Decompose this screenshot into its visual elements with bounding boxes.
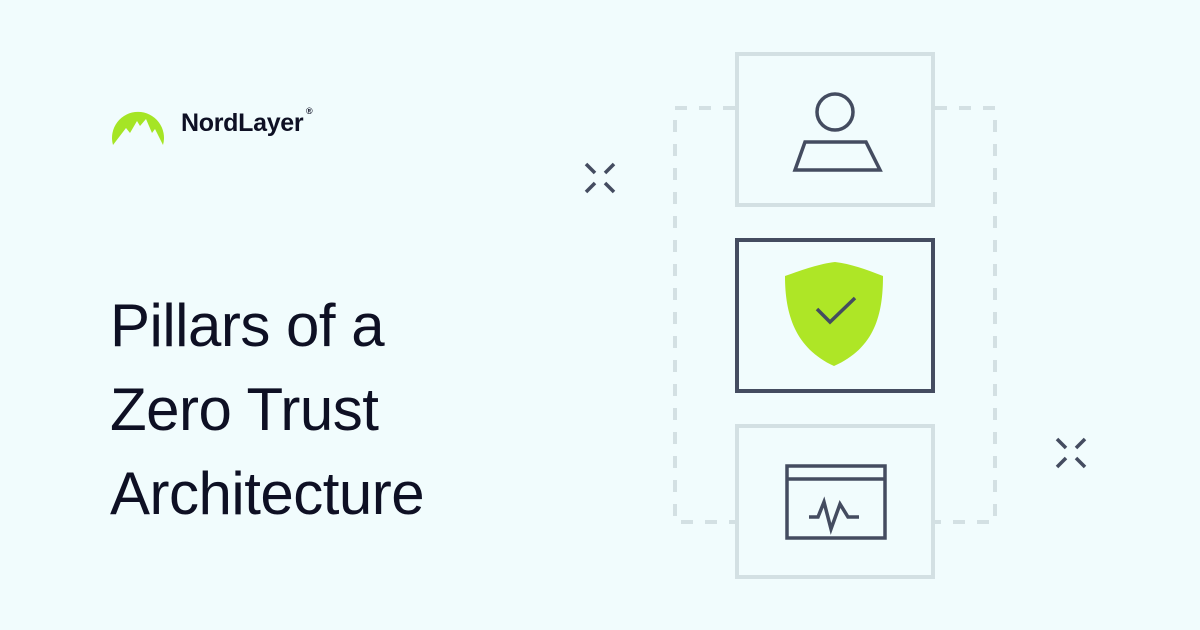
sparkle-icon bbox=[1055, 437, 1087, 469]
brand-name: NordLayer® bbox=[181, 105, 313, 137]
brand-logo: NordLayer® bbox=[109, 99, 313, 147]
user-icon bbox=[792, 92, 883, 172]
nordlayer-mountain-icon bbox=[112, 111, 164, 145]
headline-line-2: Zero Trust bbox=[110, 376, 379, 443]
activity-window-icon bbox=[785, 464, 887, 540]
sparkle-icon bbox=[584, 162, 616, 194]
shield-check-icon bbox=[785, 262, 883, 366]
registered-mark: ® bbox=[306, 105, 313, 116]
page-title: Pillars of a Zero Trust Architecture bbox=[110, 284, 425, 536]
pillar-user bbox=[735, 52, 935, 207]
pillar-security bbox=[735, 238, 935, 393]
headline-line-1: Pillars of a bbox=[110, 292, 385, 359]
headline-line-3: Architecture bbox=[110, 460, 425, 527]
pillar-monitoring bbox=[735, 424, 935, 579]
